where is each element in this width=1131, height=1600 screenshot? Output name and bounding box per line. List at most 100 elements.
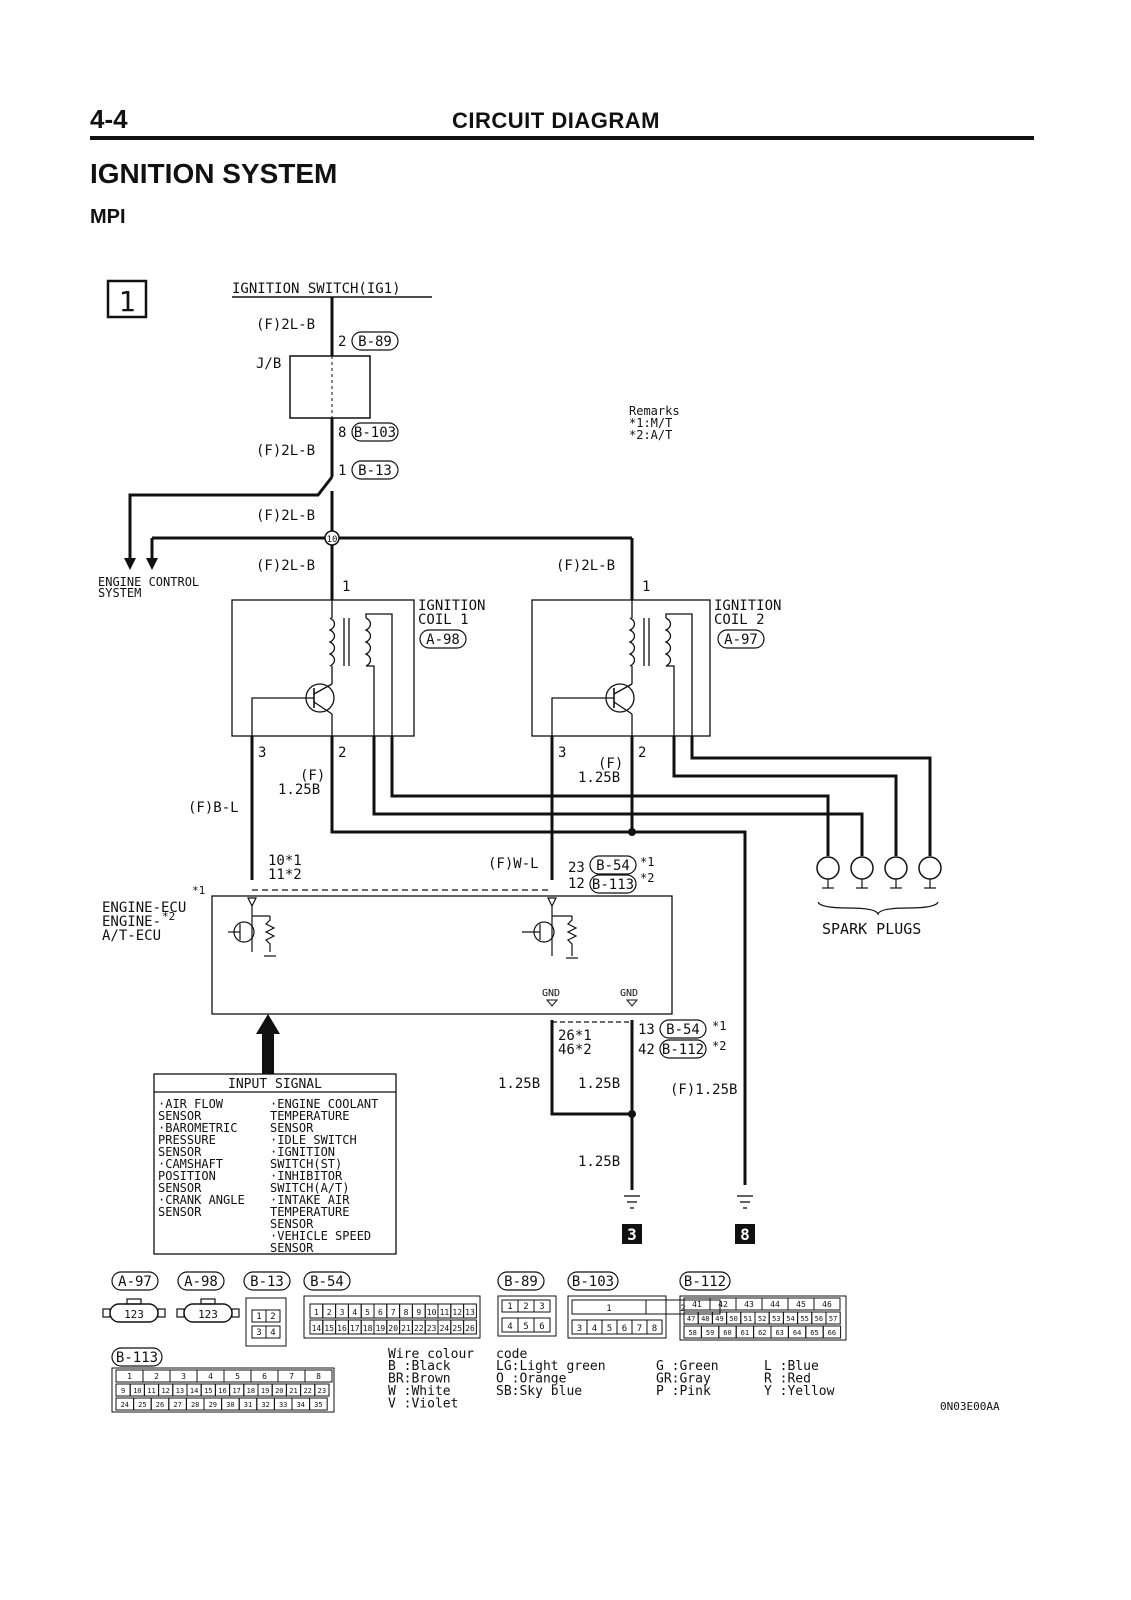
legend-b103: B-103: [572, 1274, 614, 1290]
b113-r3-pin-4: 28: [191, 1401, 199, 1409]
ground-ref-box-8: [735, 1224, 755, 1244]
b113-r2-pin-12: 21: [289, 1387, 297, 1395]
b13-r2-pin-0: 3: [256, 1328, 261, 1338]
b112-r1-pin-5: 46: [822, 1300, 832, 1309]
wcc-col3-0: G :Green: [656, 1359, 719, 1374]
ecu-star-1: *1: [192, 884, 205, 897]
wire-125b-3: 1.25B: [498, 1076, 540, 1092]
legend-b13: B-13: [250, 1274, 284, 1290]
b112-r1-pin-3: 44: [770, 1300, 780, 1309]
b112-r1-cell-5: [813, 1297, 841, 1311]
spark-plug-1: [816, 856, 840, 889]
input-signal-right-6: ·INHIBITOR: [270, 1169, 343, 1183]
ignition-switch-label: IGNITION SWITCH(IG1): [232, 281, 401, 297]
wcc-col3-1: GR:Gray: [656, 1372, 711, 1387]
connector-b89-tag: B-89: [351, 331, 399, 351]
connector-legend-b89: B-89: [497, 1271, 545, 1291]
b54-r1-pin-7: 8: [404, 1308, 409, 1317]
wcc-title-2: code: [496, 1347, 527, 1362]
input-signals-left: ·AIR FLOW SENSOR·BAROMETRIC PRESSURE SEN…: [158, 1097, 245, 1219]
b112-tag-1: B-112: [662, 1042, 704, 1058]
b113-r3-pin-10: 34: [297, 1401, 305, 1409]
legend-b112: B-112: [684, 1274, 726, 1290]
wire-f-1: (F): [300, 768, 325, 784]
coil1-pin-2: 2: [338, 745, 346, 761]
b112-r3-pin-6: 64: [793, 1329, 801, 1337]
wire-label-5: (F)2L-B: [556, 558, 615, 574]
chapter-title: CIRCUIT DIAGRAM: [452, 108, 660, 133]
wcc-title-1: Wire colour: [388, 1347, 474, 1362]
b113-r2-pin-7: 16: [218, 1387, 226, 1395]
b113-r2-pin-13: 22: [303, 1387, 311, 1395]
b113-r3-pin-2: 26: [156, 1401, 164, 1409]
star-1b: *1: [712, 1019, 726, 1033]
section-subtitle: MPI: [90, 206, 126, 228]
gnd-pin-26: 26*1: [558, 1028, 592, 1044]
ignition-coil-2: [531, 599, 711, 737]
gnd-pin-13: 13: [638, 1022, 655, 1038]
connector-b13-tag: B-13: [351, 460, 399, 480]
b89-r2-pin-0: 4: [507, 1322, 512, 1332]
coil-output-wires: [250, 736, 932, 1185]
ground-ref-8: 8: [740, 1225, 750, 1244]
wcc-col4-1: R :Red: [764, 1372, 811, 1387]
splice-10: 10: [324, 530, 340, 546]
a97-pins: 123: [124, 1308, 144, 1321]
legend-a97: A-97: [118, 1274, 152, 1290]
b13-tag: B-13: [358, 463, 392, 479]
spark-plugs-label: SPARK PLUGS: [822, 920, 921, 938]
wcc-col2-1: O :Orange: [496, 1372, 567, 1387]
b112-r3-pin-0: 58: [688, 1329, 696, 1337]
connector-b54-tag-1: B-54: [589, 855, 637, 875]
b113-r1-pin-5: 6: [262, 1372, 267, 1381]
b13-r2-pin-1: 4: [270, 1328, 275, 1338]
ground-ref-3: 3: [627, 1225, 637, 1244]
ecu-pin-10: 10*1: [268, 853, 302, 869]
ecu-pin-12: 12: [568, 876, 585, 892]
input-signal-left-9: SENSOR: [158, 1205, 202, 1219]
b113-r1-pin-1: 2: [154, 1372, 159, 1381]
gnd-label-2: GND: [620, 988, 638, 999]
figure-code: 0N03E00AA: [940, 1400, 1000, 1413]
b112-r3-pin-3: 61: [741, 1329, 749, 1337]
b112-r3-pin-4: 62: [758, 1329, 766, 1337]
b112-r2-pin-10: 57: [829, 1315, 837, 1323]
connector-legend-a97: A-97: [111, 1271, 159, 1291]
b113-r2-cell-14: [314, 1383, 330, 1397]
b113-r1-pin-0: 1: [127, 1372, 132, 1381]
input-signal-left-3: PRESSURE: [158, 1133, 216, 1147]
b113-r3-pin-1: 25: [138, 1401, 146, 1409]
b13-r1-pin-1: 2: [270, 1312, 275, 1322]
connector-legend-b103: B-103: [567, 1271, 619, 1291]
b113-tag-1: B-113: [592, 877, 634, 893]
b54-r1-pin-3: 4: [352, 1308, 357, 1317]
b103-r1-pin-0: 1: [606, 1304, 611, 1314]
b89-r1-pin-1: 2: [523, 1302, 528, 1312]
b112-r2-pin-4: 51: [744, 1315, 752, 1323]
b113-r3-pin-0: 24: [121, 1401, 129, 1409]
wire-label-3: (F)2L-B: [256, 508, 315, 524]
coil2-label-2: COIL 2: [714, 612, 765, 628]
b54-r2-cell-12: [463, 1319, 477, 1335]
b13-r2-cell-1: [265, 1325, 281, 1339]
b89-face-outline: [497, 1295, 557, 1337]
legend-a98: A-98: [184, 1274, 218, 1290]
b54-r2-pin-2: 16: [337, 1324, 347, 1333]
header-rule: [90, 136, 1034, 140]
spark-plugs: [816, 856, 942, 916]
ecu-label-3: A/T-ECU: [102, 928, 161, 944]
ecu-driver-1: [228, 897, 276, 957]
ground-ref-box-3: [622, 1224, 642, 1244]
ground-symbol-8: [737, 1195, 753, 1209]
wire-label-1: (F)2L-B: [256, 317, 315, 333]
b112-r3-pin-5: 63: [775, 1329, 783, 1337]
b54-r2-pin-8: 22: [414, 1324, 424, 1333]
coil1-label-2: COIL 1: [418, 612, 469, 628]
b54-tag-2: B-54: [666, 1022, 700, 1038]
b112-r2-pin-9: 56: [815, 1315, 823, 1323]
a97-tag: A-97: [724, 632, 758, 648]
b54-r2-pin-12: 26: [465, 1324, 475, 1333]
input-signal-right-7: SWITCH(A/T): [270, 1181, 349, 1195]
b13-r1-cell-1: [265, 1309, 281, 1323]
input-signal-right-2: SENSOR: [270, 1121, 314, 1135]
